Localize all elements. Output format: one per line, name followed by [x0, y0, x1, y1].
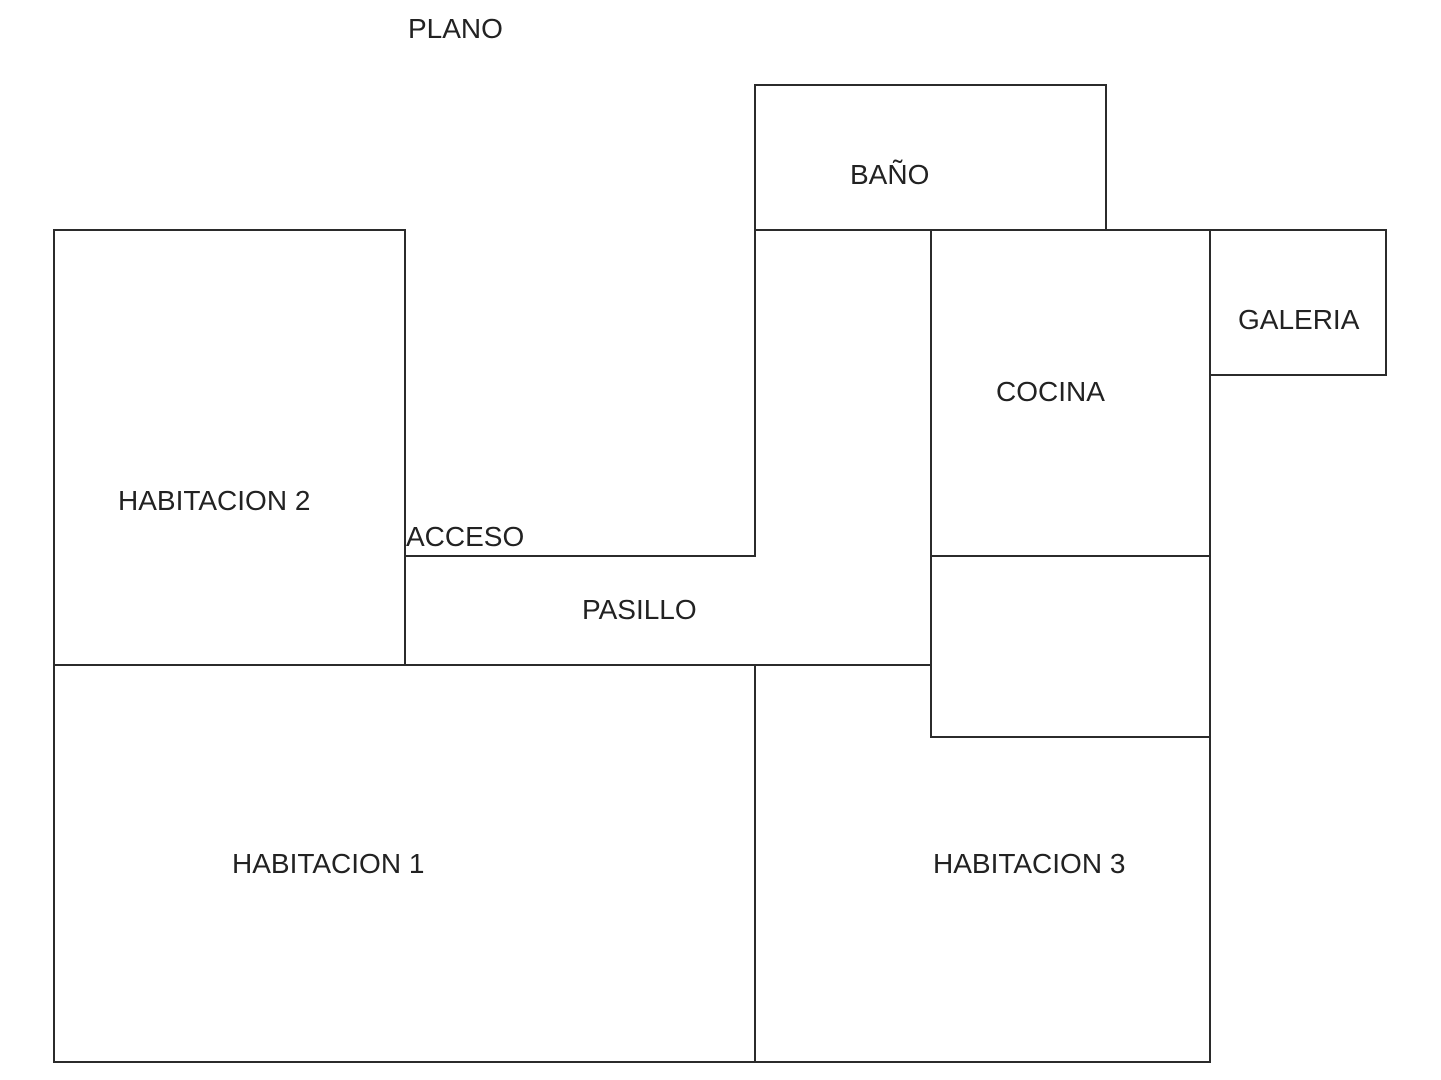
habitacion-2-walls — [53, 229, 406, 666]
room-label-acceso: ACCESO — [406, 521, 524, 552]
room-labels: BAÑO GALERIA COCINA HABITACION 2 ACCESO … — [118, 159, 1360, 879]
room-label-habitacion-2: HABITACION 2 — [118, 485, 310, 516]
room-label-habitacion-3: HABITACION 3 — [933, 848, 1125, 879]
walls — [53, 84, 1387, 1063]
plan-title: PLANO — [408, 13, 503, 44]
room-label-pasillo: PASILLO — [582, 594, 697, 625]
room-label-cocina: COCINA — [996, 376, 1105, 407]
room-label-bano: BAÑO — [850, 159, 929, 190]
room-label-galeria: GALERIA — [1238, 304, 1360, 335]
galeria-walls — [1209, 229, 1387, 376]
bano-walls — [754, 84, 1107, 231]
room-label-habitacion-1: HABITACION 1 — [232, 848, 424, 879]
